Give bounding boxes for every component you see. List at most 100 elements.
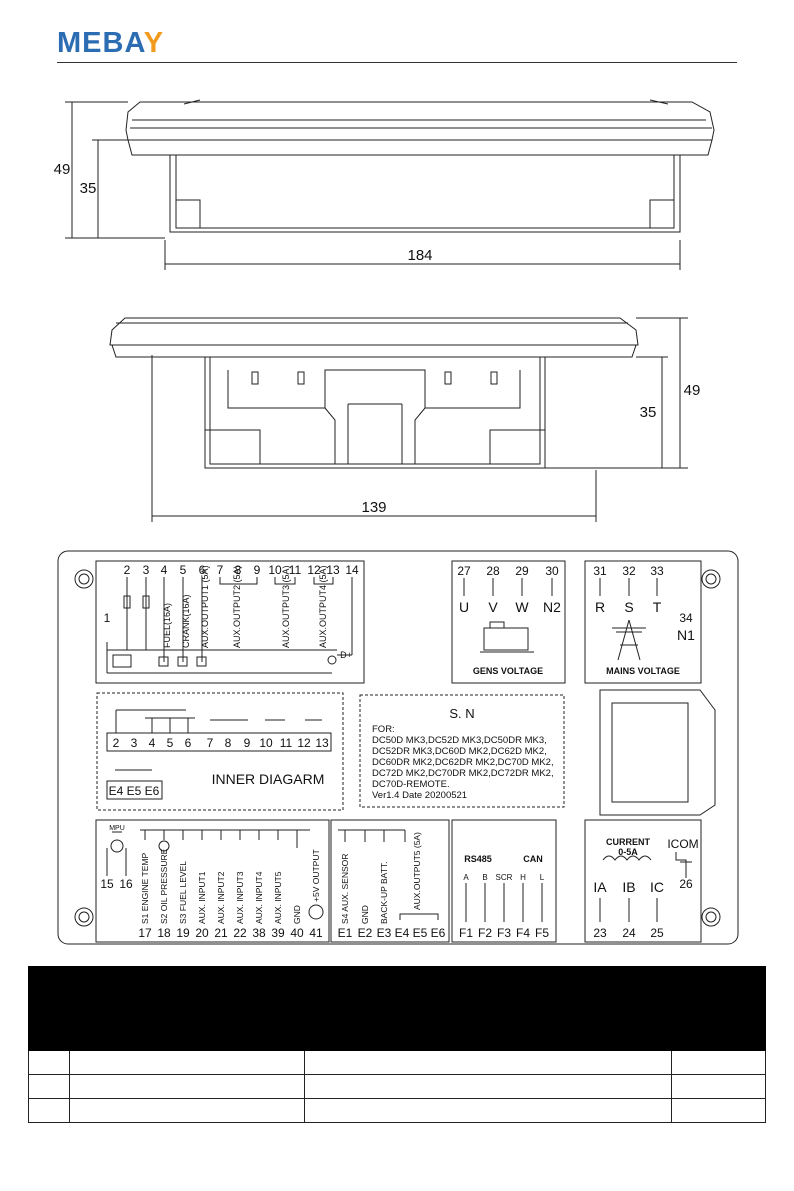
sensor-num: 40 <box>290 926 304 940</box>
sn-line: DC60DR MK2,DC62DR MK2,DC70D MK2, <box>372 757 554 768</box>
term-num: 9 <box>254 563 261 577</box>
box-gens <box>451 560 566 684</box>
dplus-label: D+ <box>340 650 352 660</box>
brand-logo: MEBAY <box>57 27 164 60</box>
side-dimensions <box>65 101 681 270</box>
sn-line: DC72D MK2,DC70DR MK2,DC72DR MK2, <box>372 768 554 779</box>
aux-output1-label: AUX.OUTPUT1 (5A) <box>200 565 210 648</box>
sn-line: FOR: <box>372 724 395 735</box>
current-phase: IC <box>650 879 664 895</box>
inner-num: 9 <box>244 736 251 750</box>
sensor-numbers: MPU 15 16 17 18 19 20 21 22 38 39 40 41 <box>100 825 323 940</box>
term-num: 2 <box>124 563 131 577</box>
table-cell <box>69 1074 305 1099</box>
aux-output3-label: AUX.OUTPUT3 (5A) <box>281 565 291 648</box>
side-height-total: 49 <box>54 161 71 178</box>
sensor-label: S3 FUEL LEVEL <box>178 861 188 924</box>
crank-label: CRANK(16A) <box>181 594 191 648</box>
term-num: 13 <box>326 563 340 577</box>
comm-pin: L <box>540 873 545 882</box>
table-cell <box>28 1050 70 1075</box>
comms-labels: RS485 CAN A B SCR H L F1 F2 F3 F4 F5 <box>459 854 549 940</box>
sensor-num: 17 <box>138 926 152 940</box>
comm-pin: B <box>482 873 487 882</box>
inner-num: 4 <box>149 736 156 750</box>
inner-num: 3 <box>131 736 138 750</box>
inner-labels: 2 3 4 5 6 7 8 9 10 11 12 13 E4 E5 E6 INN… <box>109 736 329 798</box>
sensor-num: 16 <box>119 877 133 891</box>
gens-num: 30 <box>545 564 559 578</box>
box-sn <box>359 694 565 808</box>
output-terminal-numbers: 2 3 4 5 6 7 8 9 10 11 12 13 14 1 D+ <box>104 563 359 660</box>
terminal-panel-outline <box>57 550 739 945</box>
rs485-label: RS485 <box>464 854 492 864</box>
fuel-label: FUEL(16A) <box>162 603 172 648</box>
current-phase: IA <box>593 879 607 895</box>
table-header-cell <box>69 966 305 1051</box>
table-cell <box>671 1098 766 1123</box>
top-height-body: 35 <box>640 404 657 421</box>
aux5-label: GND <box>360 905 370 924</box>
sensor-num: 20 <box>195 926 209 940</box>
table-cell <box>671 1074 766 1099</box>
table-cell <box>28 1074 70 1099</box>
sensor-label: AUX. INPUT5 <box>273 871 283 924</box>
top-height-total: 49 <box>684 382 701 399</box>
current-title: CURRENT <box>606 837 651 847</box>
side-width: 184 <box>407 247 432 264</box>
sensor-labels: S1 ENGINE TEMP S2 OIL PRESSURE S3 FUEL L… <box>140 848 321 924</box>
gens-num: 28 <box>486 564 500 578</box>
gens-num: 27 <box>457 564 471 578</box>
output-labels: FUEL(16A) CRANK(16A) AUX.OUTPUT1 (5A) AU… <box>162 565 328 648</box>
term-num: 8 <box>235 563 242 577</box>
gens-phase: V <box>488 599 498 615</box>
mains-num: 33 <box>650 564 664 578</box>
mains-num: 32 <box>622 564 636 578</box>
gens-labels: 27 28 29 30 U V W N2 GENS VOLTAGE <box>457 564 561 676</box>
table-row <box>28 1098 766 1123</box>
inner-num: 10 <box>259 736 273 750</box>
current-num: 23 <box>593 926 607 940</box>
mains-n-label: N1 <box>677 627 695 643</box>
top-width: 139 <box>361 499 386 516</box>
sn-line: DC52DR MK3,DC60D MK2,DC62D MK2, <box>372 746 547 757</box>
sn-title: S. N <box>449 706 474 721</box>
sn-line: DC50D MK3,DC52D MK3,DC50DR MK3, <box>372 735 547 746</box>
inner-num: 13 <box>315 736 329 750</box>
sensor-label: S2 OIL PRESSURE <box>159 848 169 924</box>
comm-num: F1 <box>459 926 473 940</box>
aux5-num: E2 <box>358 926 373 940</box>
sensor-label: +5V OUTPUT <box>311 849 321 902</box>
term-num: 12 <box>307 563 321 577</box>
term-num: 5 <box>180 563 187 577</box>
logo-text: MEBAY <box>57 27 165 59</box>
sn-line: DC70D-REMOTE. <box>372 779 450 790</box>
box-aux5 <box>330 819 450 943</box>
sensor-num: 15 <box>100 877 114 891</box>
current-num: 25 <box>650 926 664 940</box>
box-comms <box>451 819 557 943</box>
mains-phase: T <box>653 599 662 615</box>
sensors-wiring <box>106 829 324 920</box>
inner-num: 5 <box>167 736 174 750</box>
sensor-label: AUX. INPUT1 <box>197 871 207 924</box>
term-num: 6 <box>199 563 206 577</box>
comm-num: F5 <box>535 926 549 940</box>
table-row <box>28 1074 766 1099</box>
inner-num: 11 <box>280 736 293 750</box>
term-num: 14 <box>345 563 359 577</box>
current-num: 24 <box>622 926 636 940</box>
table-cell <box>69 1098 305 1123</box>
term-num: 7 <box>217 563 224 577</box>
mains-phase: S <box>624 599 633 615</box>
aux5-label: AUX.OUTPUT5 (5A) <box>412 832 422 910</box>
gens-wiring <box>463 578 553 653</box>
inner-e: E4 <box>109 784 124 798</box>
current-phase: IB <box>622 879 635 895</box>
inner-num: 6 <box>185 736 192 750</box>
aux5-num: E3 <box>377 926 392 940</box>
top-view <box>109 317 639 469</box>
aux-output4-label: AUX.OUTPUT4 (5A) <box>318 565 328 648</box>
sensor-label: AUX. INPUT3 <box>235 871 245 924</box>
